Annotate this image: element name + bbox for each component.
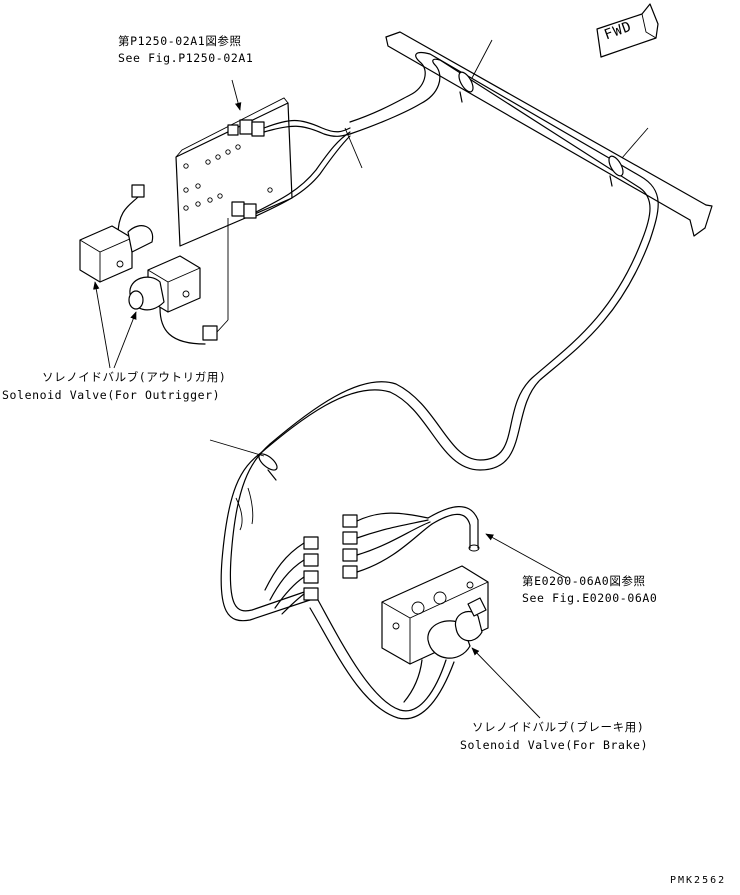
main-harness — [220, 51, 659, 622]
outrigger-solenoid-valves — [79, 184, 229, 345]
drawing-code-label: PMK2562 — [670, 875, 727, 886]
arrow-to-outrigger-valve-2 — [113, 311, 137, 369]
fwd-arrow-sign — [596, 3, 659, 58]
arrow-to-lower-harness — [485, 533, 567, 579]
arrow-to-outrigger-valve-1 — [93, 281, 111, 369]
brake-solenoid-valve — [309, 565, 489, 720]
upper-connector-panel — [175, 97, 351, 320]
ref-e0200-en-label: See Fig.E0200-06A0 — [522, 591, 658, 605]
arrow-to-upper-panel — [231, 79, 242, 111]
ref-p1250-jp-label: 第P1250-02A1図参照 — [118, 34, 242, 48]
frame-rail — [385, 31, 713, 237]
solenoid-brake-jp-label: ソレノイドバルブ(ブレーキ用) — [472, 720, 645, 734]
solenoid-outrigger-en-label: Solenoid Valve(For Outrigger) — [2, 388, 221, 402]
ref-e0200-jp-label: 第E0200-06A0図参照 — [522, 574, 646, 588]
lower-connectors — [264, 506, 480, 615]
ref-p1250-en-label: See Fig.P1250-02A1 — [118, 51, 254, 65]
solenoid-outrigger-jp-label: ソレノイドバルブ(アウトリガ用) — [42, 370, 227, 384]
solenoid-brake-en-label: Solenoid Valve(For Brake) — [460, 738, 649, 752]
arrow-to-brake-valve — [471, 647, 541, 719]
leader-lines — [209, 39, 649, 457]
